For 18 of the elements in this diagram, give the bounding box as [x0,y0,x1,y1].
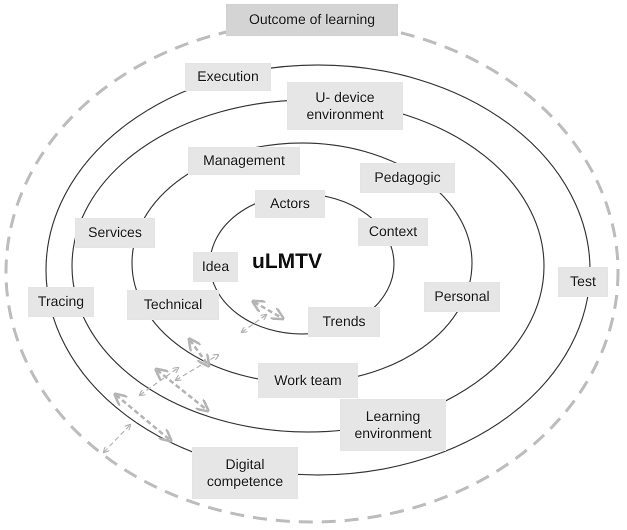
label-box: Context [358,218,428,246]
label-box: Idea [193,252,238,282]
label-box: Actors [255,190,325,218]
label-box: Test [558,267,608,297]
label-box: Learning environment [340,399,446,451]
label-box: Pedagogic [360,163,455,193]
label-box: Management [188,147,300,175]
label-box: Personal [424,282,500,312]
label-box: Tracing [28,287,94,317]
label-box: Outcome of learning [226,4,398,36]
label-box: Trends [308,307,380,337]
label-box: Digital competence [192,447,298,499]
label-box: Services [75,218,155,248]
label-box: Work team [258,363,358,398]
label-box: Technical [127,290,219,320]
label-box: Execution [185,63,271,91]
center-title: uLMTV [252,249,322,275]
label-box: U- device environment [287,82,403,130]
